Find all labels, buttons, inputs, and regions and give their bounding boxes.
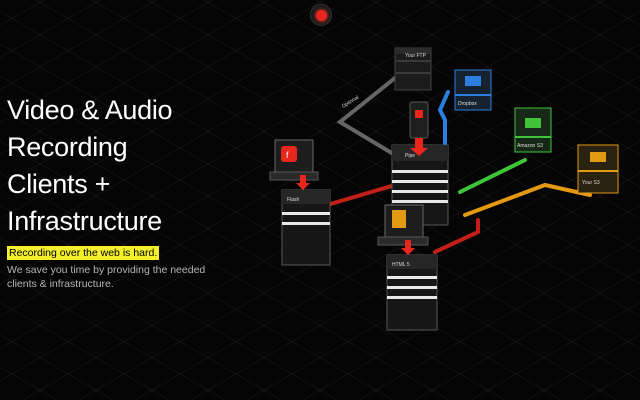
- cable-green: [458, 158, 527, 194]
- node-label: HTML 5: [392, 262, 410, 268]
- hero-title-line: Recording: [7, 132, 128, 162]
- camera-module: [409, 101, 429, 139]
- hero-section: Video & Audio Recording Clients + Infras…: [7, 92, 207, 291]
- hero-highlight: Recording over the web is hard.: [7, 246, 160, 260]
- cable-optional: [336, 76, 397, 157]
- node-html5-laptop: [377, 204, 429, 246]
- hero-title-line: Clients +: [7, 169, 111, 199]
- node-dropbox: Dropbox: [454, 69, 492, 111]
- node-html5-server: HTML 5: [386, 254, 438, 331]
- node-your-ftp: Your FTP: [394, 47, 432, 91]
- cable-orange: [463, 182, 592, 217]
- record-icon: [315, 9, 327, 21]
- node-flash-laptop: f: [269, 139, 319, 181]
- cable-red-bottom: [433, 218, 480, 254]
- node-label: Your S3: [582, 180, 600, 186]
- hero-title-line: Video & Audio: [7, 95, 173, 125]
- svg-text:f: f: [286, 150, 289, 160]
- hero-description: We save you time by providing the needed…: [7, 264, 206, 290]
- node-flash-server: Flash: [281, 189, 331, 266]
- arrow-down-icon: [401, 240, 415, 255]
- arrow-down-icon: [296, 175, 310, 190]
- node-label: Dropbox: [458, 101, 477, 107]
- node-amazon-s3: Amazon S3: [514, 107, 552, 153]
- arrow-down-icon: [410, 138, 428, 156]
- node-your-s3: Your S3: [577, 144, 619, 194]
- hero-title-line: Infrastructure: [7, 206, 162, 236]
- node-label: Your FTP: [405, 53, 427, 59]
- node-label: Pipe: [405, 153, 415, 159]
- node-label: Amazon S3: [517, 143, 543, 149]
- node-label: Flash: [287, 197, 299, 203]
- hero-title: Video & Audio Recording Clients + Infras…: [7, 92, 207, 240]
- record-button[interactable]: [310, 4, 332, 26]
